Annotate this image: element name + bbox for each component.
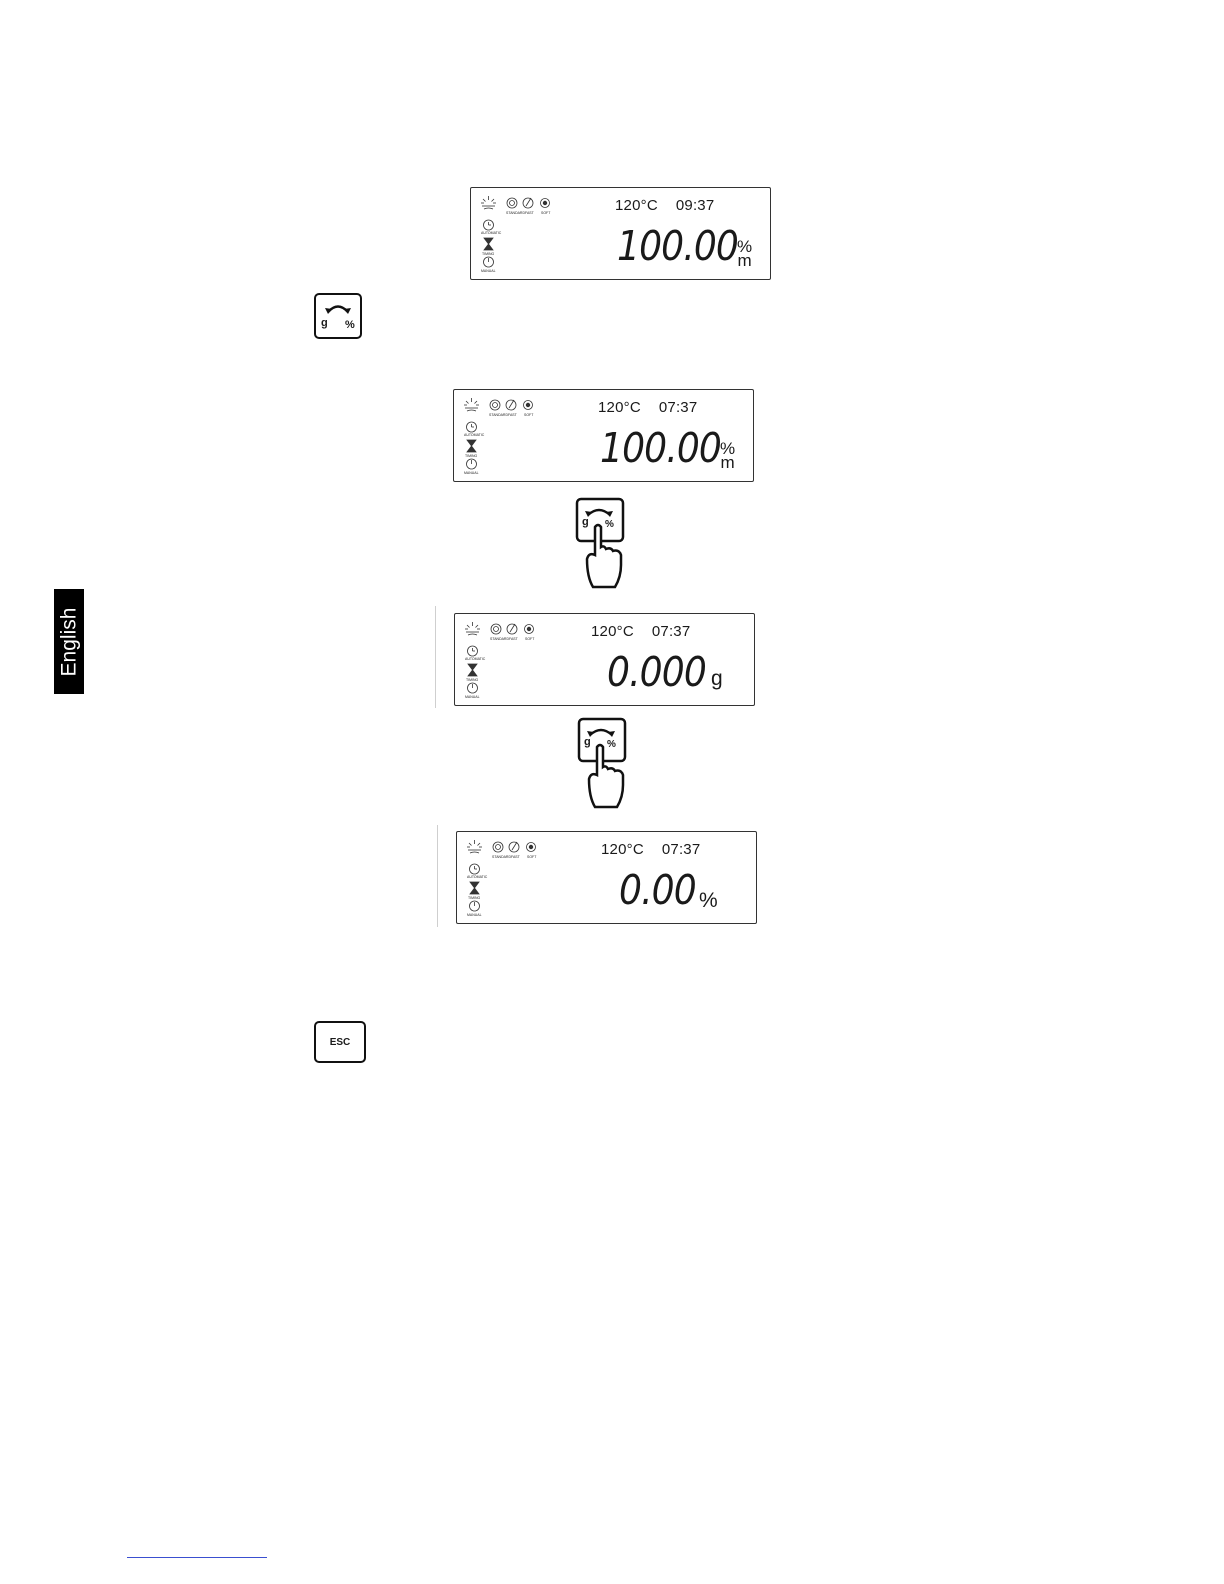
temp-clock-3: 120°C 07:37	[591, 623, 690, 640]
reading-1: 100.00	[617, 222, 738, 270]
label-automatic: AUTOMATIC	[481, 231, 502, 235]
temp-clock-2: 120°C 07:37	[598, 399, 697, 416]
time: 07:37	[662, 841, 701, 858]
label-soft: SOFT	[527, 855, 537, 859]
temperature: 120°C	[601, 841, 644, 858]
label-standard: STANDARD	[492, 855, 511, 859]
label-standard: STANDARD	[489, 413, 508, 417]
label-manual: MANUAL	[467, 913, 482, 917]
label-fast: FAST	[511, 855, 521, 859]
key-label-percent: %	[345, 319, 355, 331]
label-fast: FAST	[508, 413, 518, 417]
key-label-g: g	[321, 317, 328, 329]
arrow-icon	[325, 306, 351, 314]
unit-1: % m	[737, 240, 752, 268]
label-automatic: AUTOMATIC	[465, 657, 486, 661]
temp-clock-4: 120°C 07:37	[601, 841, 700, 858]
unit-bottom: m	[720, 456, 734, 470]
lcd-display-1: STANDARD FAST SOFT AUTOMATIC TIMING MANU…	[470, 187, 771, 280]
lcd-display-3: STANDARD FAST SOFT AUTOMATIC TIMING MANU…	[454, 613, 755, 706]
time: 07:37	[659, 399, 698, 416]
temp-clock-1: 120°C 09:37	[615, 197, 714, 214]
label-fast: FAST	[525, 211, 535, 215]
press-toggle-key-1[interactable]: g %	[575, 497, 627, 592]
mode-icons-3: STANDARD FAST SOFT AUTOMATIC TIMING MANU…	[463, 620, 573, 704]
language-label: English	[57, 607, 81, 676]
label-manual: MANUAL	[464, 471, 479, 475]
temperature: 120°C	[598, 399, 641, 416]
temperature: 120°C	[615, 197, 658, 214]
time: 07:37	[652, 623, 691, 640]
reading-2: 100.00	[600, 424, 721, 472]
label-soft: SOFT	[541, 211, 551, 215]
label-soft: SOFT	[525, 637, 535, 641]
temperature: 120°C	[591, 623, 634, 640]
label-fast: FAST	[509, 637, 519, 641]
unit-bottom: m	[737, 254, 751, 268]
frame-edge-3	[435, 606, 436, 708]
key-label-g: g	[584, 736, 591, 748]
key-label-g: g	[582, 516, 589, 528]
press-toggle-key-2[interactable]: g %	[577, 717, 629, 812]
label-automatic: AUTOMATIC	[464, 433, 485, 437]
unit-2: % m	[720, 442, 735, 470]
footer-rule	[127, 1557, 267, 1558]
unit-3: g	[711, 672, 723, 686]
key-label-percent: %	[607, 739, 616, 750]
lcd-display-2: STANDARD FAST SOFT AUTOMATIC TIMING MANU…	[453, 389, 754, 482]
label-automatic: AUTOMATIC	[467, 875, 488, 879]
label-standard: STANDARD	[490, 637, 509, 641]
label-timing: TIMING	[465, 454, 478, 458]
label-manual: MANUAL	[481, 269, 496, 273]
key-label-percent: %	[605, 519, 614, 530]
mode-icons-2: STANDARD FAST SOFT AUTOMATIC TIMING MANU…	[462, 396, 572, 480]
reading-3: 0.000	[607, 648, 706, 696]
language-tab: English	[54, 589, 84, 694]
label-timing: TIMING	[468, 896, 481, 900]
label-timing: TIMING	[466, 678, 479, 682]
toggle-g-percent-key[interactable]: g %	[314, 293, 362, 339]
reading-4: 0.00	[619, 866, 696, 914]
label-manual: MANUAL	[465, 695, 480, 699]
mode-icons-4: STANDARD FAST SOFT AUTOMATIC TIMING MANU…	[465, 838, 575, 922]
label-soft: SOFT	[524, 413, 534, 417]
mode-icons-1: STANDARD FAST SOFT AUTOMATIC TIMING MANU…	[479, 194, 589, 278]
label-standard: STANDARD	[506, 211, 525, 215]
label-timing: TIMING	[482, 252, 495, 256]
esc-key[interactable]: ESC	[314, 1021, 366, 1063]
frame-edge-4	[437, 825, 438, 927]
time: 09:37	[676, 197, 715, 214]
unit-4: %	[699, 894, 718, 908]
lcd-display-4: STANDARD FAST SOFT AUTOMATIC TIMING MANU…	[456, 831, 757, 924]
